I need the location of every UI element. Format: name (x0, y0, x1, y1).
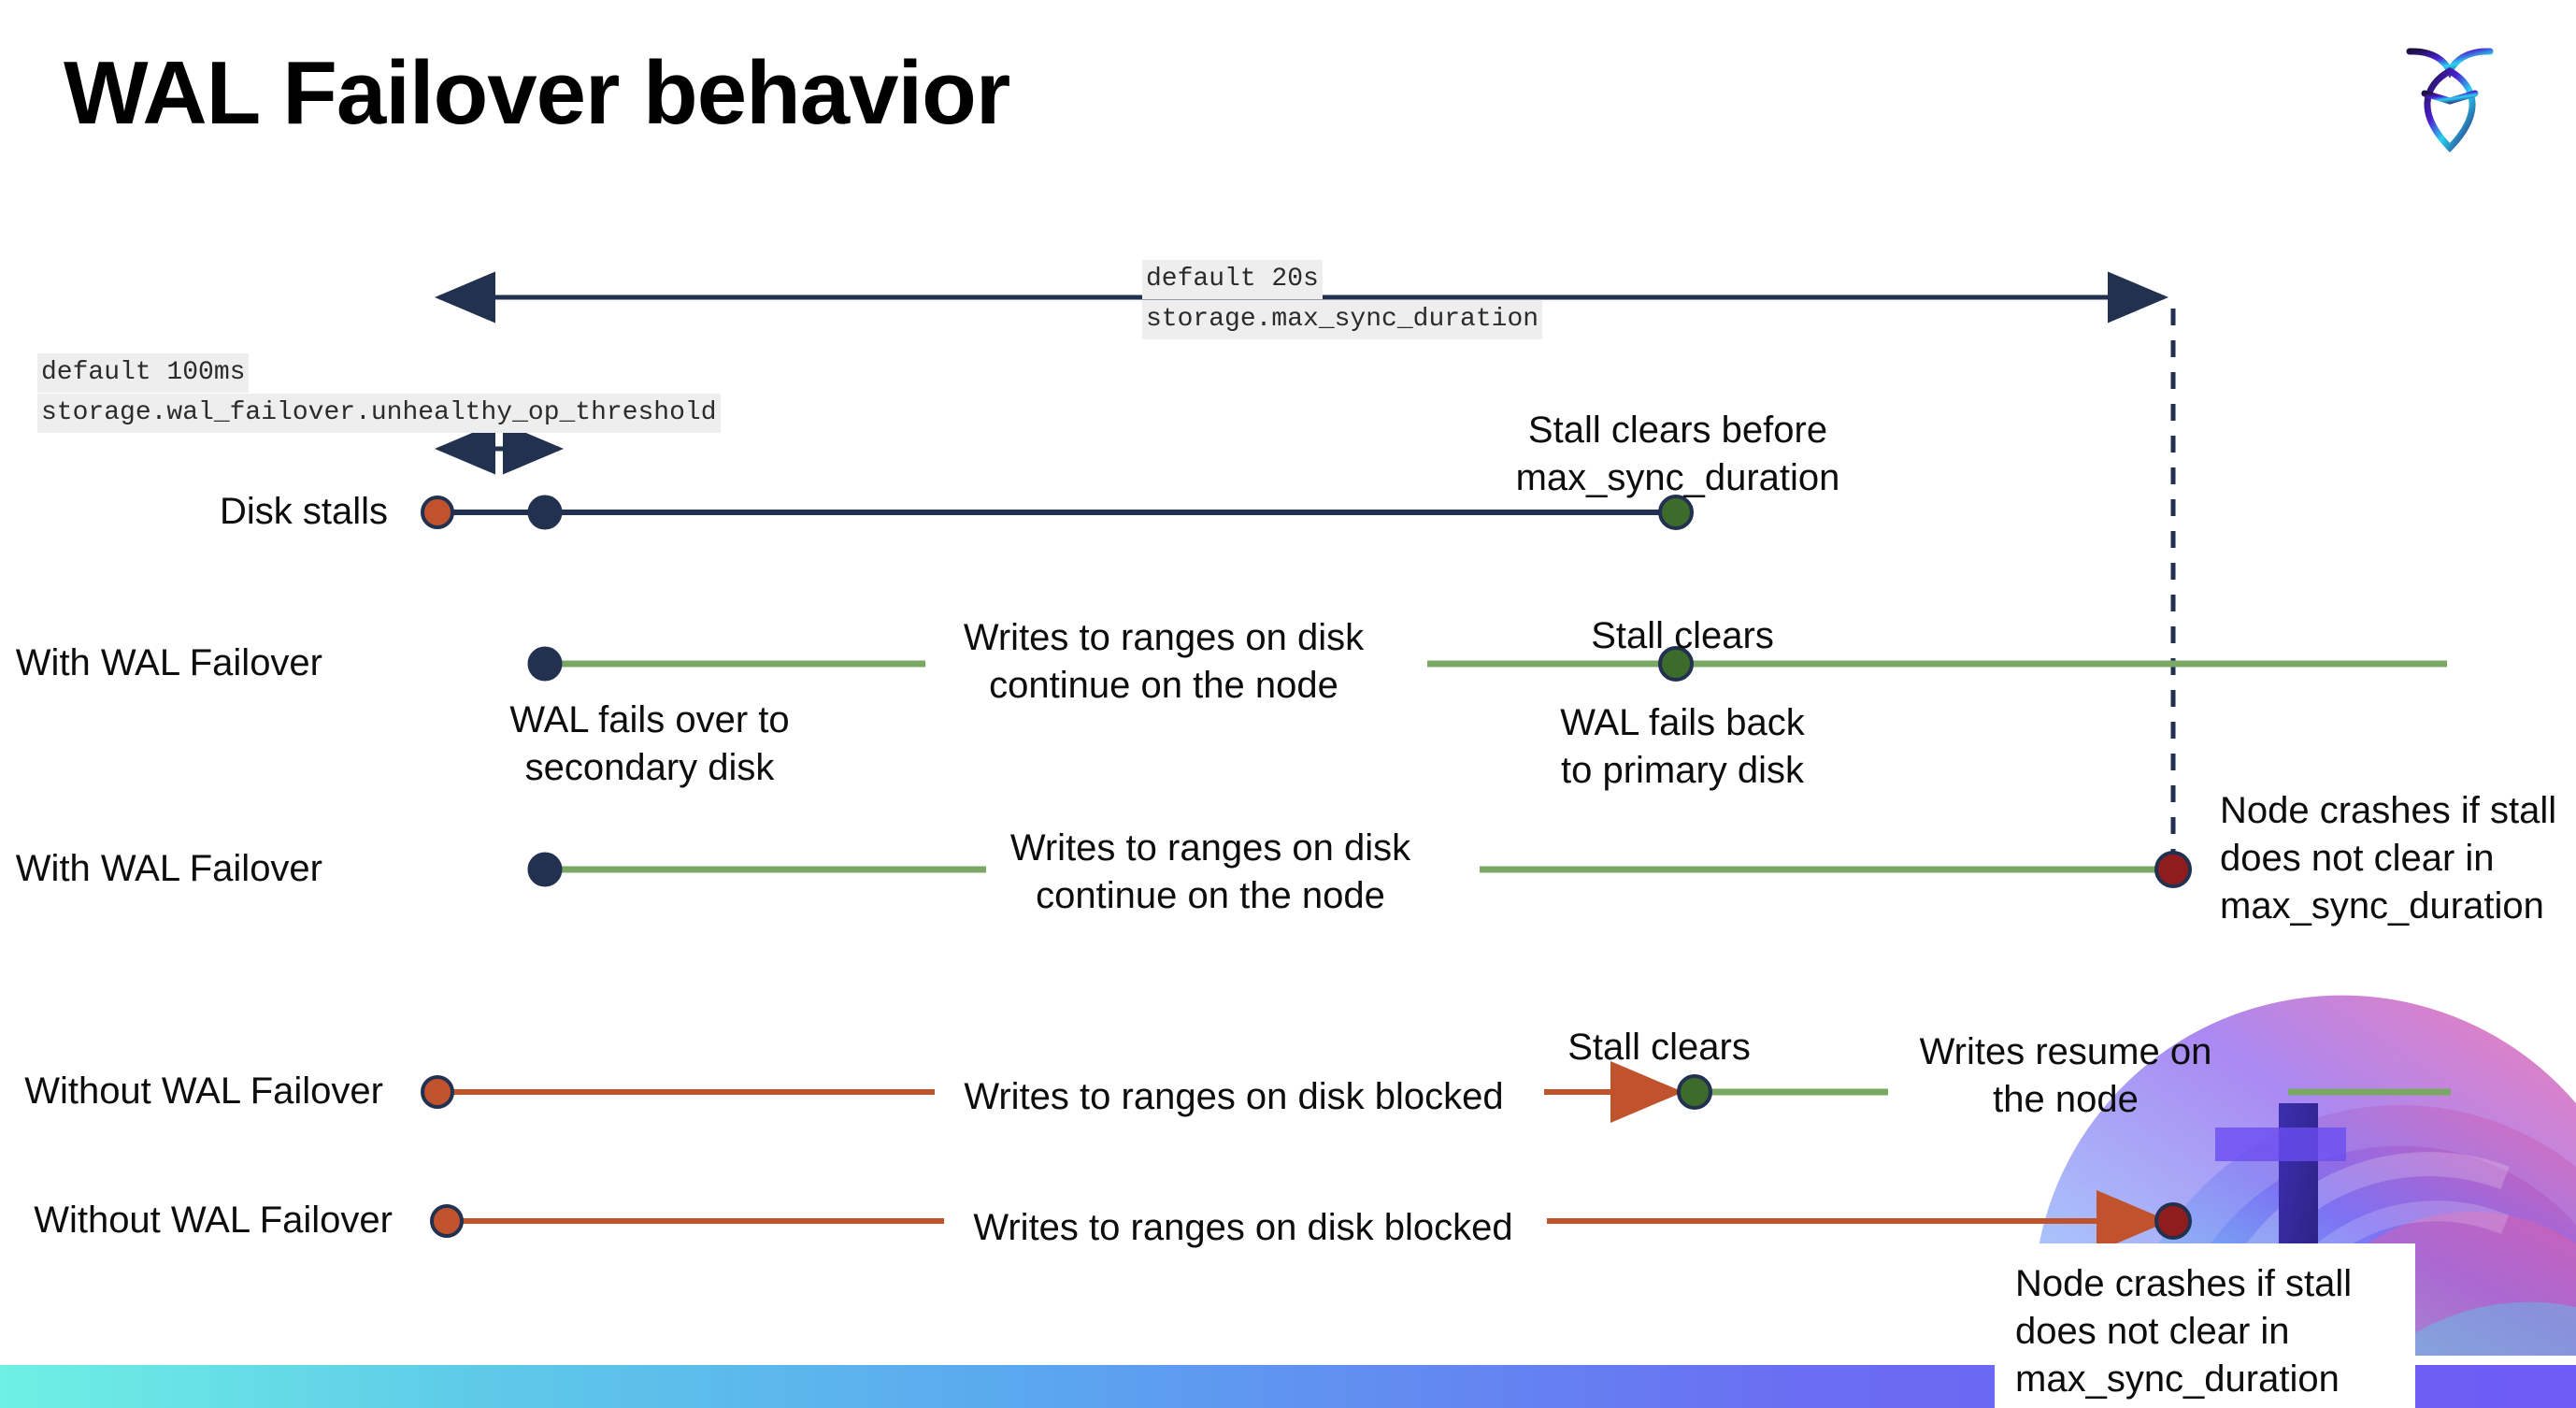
annotation-writes-blocked-row5: Writes to ranges on disk blocked (973, 1207, 1513, 1248)
unhealthy-default-chip: default 100ms (37, 353, 250, 393)
threshold-dot (527, 495, 563, 530)
unhealthy-setting-chip: storage.wal_failover.unhealthy_op_thresh… (37, 394, 721, 433)
max-sync-default-chip: default 20s (1142, 260, 1323, 299)
row-without-failover-2-track (430, 1190, 2192, 1252)
row-label-with-failover-1: With WAL Failover (15, 642, 322, 683)
wal-failover-dot (527, 852, 563, 887)
annotation-stall-clears-row4: Stall clears (1567, 1027, 1751, 1068)
page-title: WAL Failover behavior (64, 43, 1010, 143)
row-without-failover-1-track (421, 1061, 2451, 1123)
row-label-with-failover-2: With WAL Failover (15, 848, 322, 889)
node-crash-callout-box (1995, 1243, 2415, 1408)
stall-clear-dot (1677, 1074, 1712, 1110)
annotation-node-crashes-bottom: Node crashes if stall does not clear in … (2015, 1263, 2353, 1401)
max-sync-setting-chip: storage.max_sync_duration (1142, 300, 1543, 339)
stall-clear-dot (1658, 646, 1694, 682)
stall-start-dot (421, 496, 454, 529)
annotation-writes-blocked-row4: Writes to ranges on disk blocked (964, 1076, 1504, 1117)
stall-start-dot (430, 1204, 464, 1238)
wal-failover-dot (527, 646, 563, 682)
row-label-without-failover-2: Without WAL Failover (34, 1200, 393, 1241)
annotation-node-crashes-right: Node crashes if stall does not clear in … (2220, 790, 2557, 927)
annotation-stall-clears-before-max-sync: Stall clears before max_sync_duration (1515, 409, 1840, 499)
annotation-wal-fails-over: WAL fails over to secondary disk (509, 699, 790, 789)
annotation-wal-fails-back: WAL fails back to primary disk (1560, 702, 1805, 792)
cockroachdb-logo (2389, 28, 2511, 159)
stall-start-dot (421, 1075, 454, 1109)
annotation-stall-clears-row2: Stall clears (1591, 615, 1774, 656)
row-label-without-failover-1: Without WAL Failover (24, 1070, 383, 1112)
row-label-disk-stalls: Disk stalls (219, 491, 388, 532)
node-crash-dot (2154, 1202, 2192, 1240)
row-disk-stalls-track (421, 495, 1694, 530)
annotation-writes-resume: Writes resume on the node (1919, 1031, 2212, 1121)
stall-clear-dot (1658, 495, 1694, 530)
annotation-writes-continue-row3: Writes to ranges on disk continue on the… (1009, 827, 1411, 917)
annotation-writes-continue-row2: Writes to ranges on disk continue on the… (963, 617, 1365, 707)
row-with-failover-1-track (527, 646, 2447, 682)
row-with-failover-2-track (527, 851, 2192, 888)
node-crash-dot (2154, 851, 2192, 888)
